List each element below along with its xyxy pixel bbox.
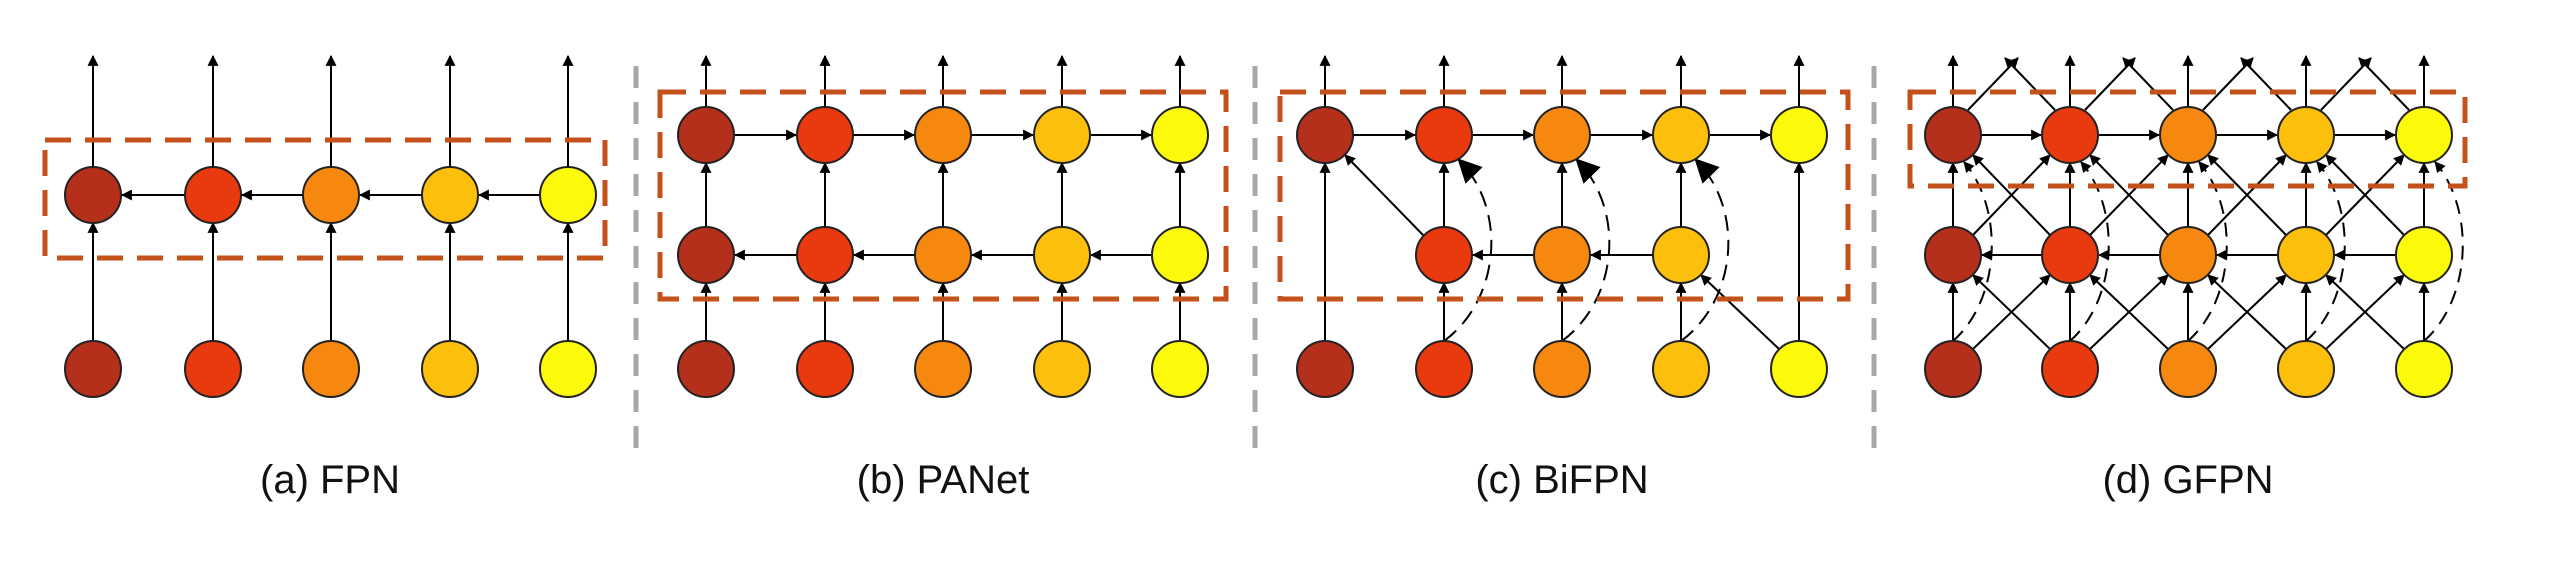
fpn-node — [302, 166, 360, 224]
gfpn-caption: (d) GFPN — [2102, 458, 2273, 502]
fpn-input-node — [421, 340, 479, 398]
bifpn-input-node — [1296, 340, 1354, 398]
panet-input-node — [1033, 340, 1091, 398]
panet-input-node — [1151, 340, 1209, 398]
fpn-input-node — [184, 340, 242, 398]
bifpn-edges — [1319, 54, 1805, 350]
panel-bifpn: (c) BiFPN — [1277, 54, 1851, 502]
gfpn-edges — [1947, 54, 2464, 350]
fpn-input-node — [302, 340, 360, 398]
gfpn-nodes — [1924, 106, 2453, 398]
bifpn-node — [1770, 106, 1828, 164]
gfpn-node — [2159, 106, 2217, 164]
panet-node — [1151, 226, 1209, 284]
bifpn-group-box — [1277, 89, 1851, 302]
gfpn-input-node — [1924, 340, 1982, 398]
panet-node — [1033, 226, 1091, 284]
fpn-node — [421, 166, 479, 224]
panet-node — [796, 106, 854, 164]
bifpn-nodes — [1296, 106, 1828, 398]
panet-node — [914, 226, 972, 284]
gfpn-node — [2395, 226, 2453, 284]
fpn-group-box — [42, 137, 608, 261]
panet-input-node — [677, 340, 735, 398]
fpn-input-node — [64, 340, 122, 398]
panet-node — [677, 226, 735, 284]
fpn-input-node — [539, 340, 597, 398]
gfpn-node — [2041, 106, 2099, 164]
panel-fpn: (a) FPN — [42, 54, 608, 502]
gfpn-node — [2277, 106, 2335, 164]
gfpn-input-node — [2041, 340, 2099, 398]
gfpn-group-box — [1907, 89, 2468, 189]
bifpn-node — [1415, 106, 1473, 164]
gfpn-node — [1924, 106, 1982, 164]
panet-group-box — [657, 89, 1229, 302]
fpn-node — [64, 166, 122, 224]
fpn-caption: (a) FPN — [260, 458, 400, 502]
bifpn-input-node — [1533, 340, 1591, 398]
bifpn-input-node — [1415, 340, 1473, 398]
gfpn-node — [2395, 106, 2453, 164]
bifpn-node — [1652, 226, 1710, 284]
panet-nodes — [677, 106, 1209, 398]
panet-node — [1033, 106, 1091, 164]
bifpn-node — [1296, 106, 1354, 164]
panet-input-node — [796, 340, 854, 398]
bifpn-input-node — [1770, 340, 1828, 398]
fpn-node — [184, 166, 242, 224]
panet-node — [796, 226, 854, 284]
gfpn-node — [2159, 226, 2217, 284]
panet-input-node — [914, 340, 972, 398]
bifpn-node — [1652, 106, 1710, 164]
panet-node — [1151, 106, 1209, 164]
panet-edges — [700, 54, 1186, 341]
panet-node — [914, 106, 972, 164]
gfpn-node — [1924, 226, 1982, 284]
bifpn-node — [1415, 226, 1473, 284]
gfpn-input-node — [2395, 340, 2453, 398]
panel-gfpn: (d) GFPN — [1907, 54, 2468, 502]
gfpn-input-node — [2277, 340, 2335, 398]
panet-caption: (b) PANet — [857, 458, 1030, 502]
gfpn-input-node — [2159, 340, 2217, 398]
bifpn-node — [1533, 106, 1591, 164]
fpn-node — [539, 166, 597, 224]
fpn-nodes — [64, 166, 597, 398]
bifpn-caption: (c) BiFPN — [1475, 458, 1648, 502]
gfpn-node — [2277, 226, 2335, 284]
bifpn-input-node — [1652, 340, 1710, 398]
panet-node — [677, 106, 735, 164]
gfpn-node — [2041, 226, 2099, 284]
fpn-edges — [87, 54, 574, 341]
bifpn-node — [1533, 226, 1591, 284]
panel-panet: (b) PANet — [657, 54, 1229, 502]
